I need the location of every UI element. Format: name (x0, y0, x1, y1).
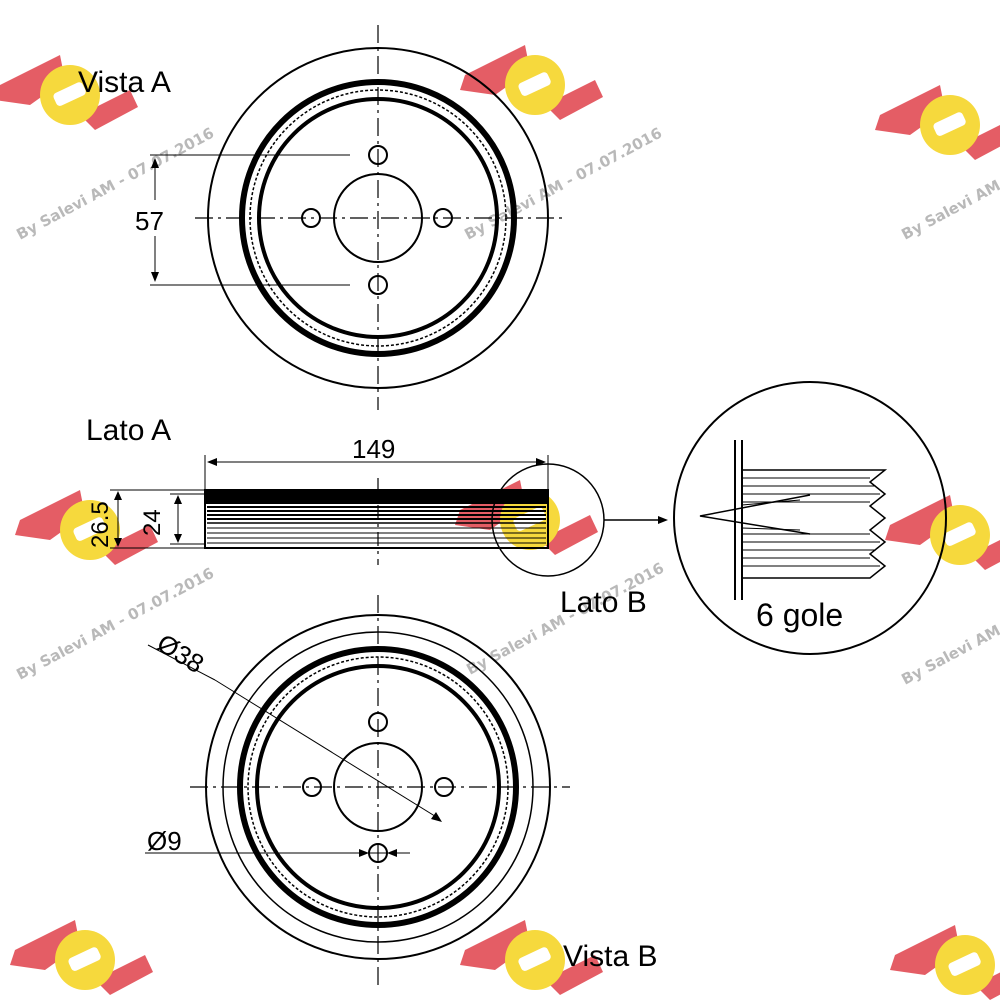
view-a-label: Vista A (78, 66, 171, 99)
side-a-label: Lato A (86, 414, 171, 447)
dimension-149-background (376, 432, 422, 460)
brand-logo-icon (885, 495, 1000, 570)
watermark-text: By Salevi AM - 07.07.2016 (898, 569, 1000, 689)
grooves-label-background (750, 594, 862, 630)
dimension-overall-length: 149 (352, 434, 395, 464)
dimension-57-background (132, 200, 176, 236)
brand-logo-icon (890, 925, 1000, 1000)
side-view-drawing (110, 455, 668, 577)
watermark-text: By Salevi AM - 07.07.2016 (13, 124, 217, 244)
brand-logo-icon (10, 920, 153, 995)
view-a-drawing (150, 25, 565, 410)
dimension-hole-diameter: Ø9 (147, 826, 182, 856)
side-b-label: Lato B (560, 586, 647, 619)
grooves-label: 6 gole (756, 597, 843, 633)
brand-logo-icon (875, 85, 1000, 160)
dimension-width-inner: 24 (139, 509, 166, 536)
dimension-width-outer: 26.5 (87, 501, 114, 548)
view-b-drawing (145, 595, 570, 985)
view-b-label: Vista B (563, 940, 658, 973)
dimension-bore-diameter: Ø38 (152, 628, 210, 679)
dimension-bolt-spacing: 57 (135, 206, 164, 236)
groove-detail-drawing (673, 381, 947, 655)
